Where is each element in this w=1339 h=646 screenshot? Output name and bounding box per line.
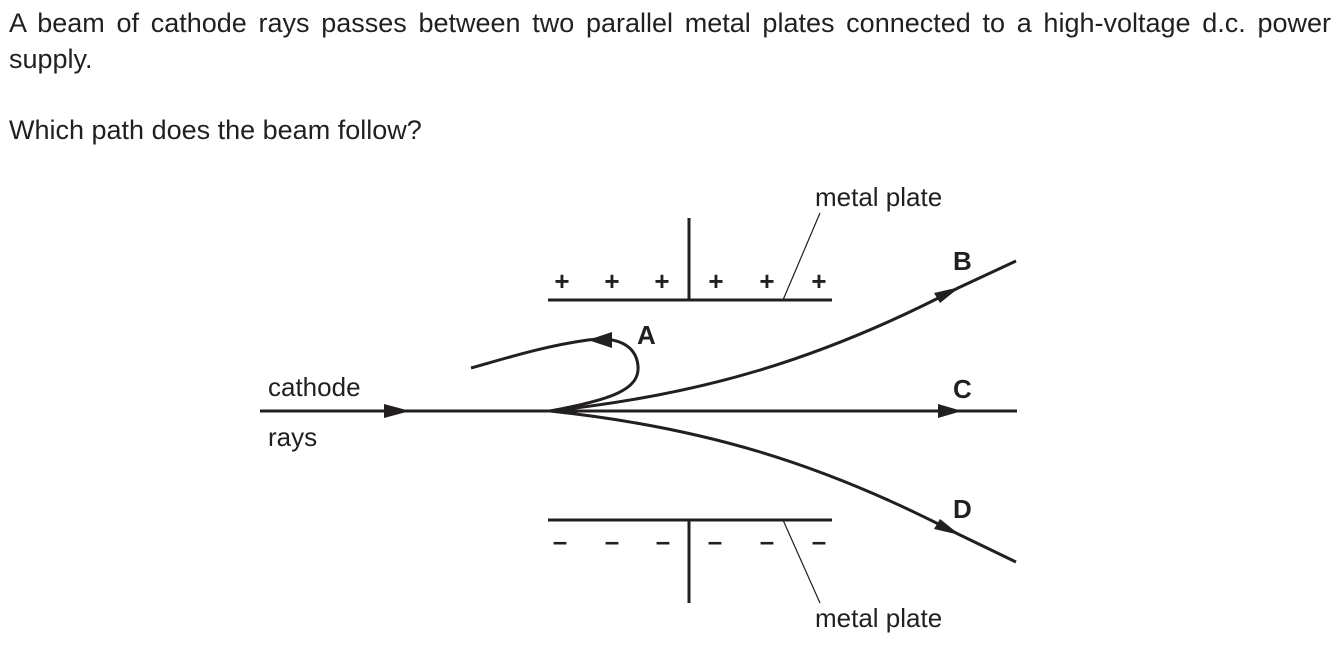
plus-sign: + xyxy=(654,266,669,296)
top-plate-label: metal plate xyxy=(815,182,942,212)
question-stem: A beam of cathode rays passes between tw… xyxy=(9,8,1331,74)
positive-charges: + + + + + + xyxy=(554,266,826,296)
path-b xyxy=(549,259,1017,413)
path-d xyxy=(549,409,1017,564)
path-a xyxy=(470,337,640,413)
minus-sign: – xyxy=(656,526,670,556)
path-c-label: C xyxy=(953,374,972,404)
bottom-plate-leader xyxy=(782,519,821,604)
beam-label-line2: rays xyxy=(268,422,317,452)
minus-sign: – xyxy=(605,526,619,556)
path-c-arrow xyxy=(938,404,962,418)
top-plate-leader xyxy=(782,212,821,301)
path-d-arrow xyxy=(934,519,960,535)
bottom-plate-label: metal plate xyxy=(815,603,942,633)
minus-sign: – xyxy=(708,526,722,556)
plus-sign: + xyxy=(759,266,774,296)
path-a-label: A xyxy=(637,320,656,350)
plus-sign: + xyxy=(604,266,619,296)
minus-sign: – xyxy=(553,526,567,556)
incoming-beam-arrow xyxy=(384,404,410,418)
path-d-label: D xyxy=(953,494,972,524)
plus-sign: + xyxy=(811,266,826,296)
path-b-label: B xyxy=(953,246,972,276)
plus-sign: + xyxy=(708,266,723,296)
plus-sign: + xyxy=(554,266,569,296)
minus-sign: – xyxy=(812,526,826,556)
path-b-arrow xyxy=(934,287,960,303)
path-a-arrow xyxy=(588,332,612,348)
minus-sign: – xyxy=(760,526,774,556)
question-prompt: Which path does the beam follow? xyxy=(9,115,422,145)
beam-label-line1: cathode xyxy=(268,372,361,402)
negative-charges: – – – – – – xyxy=(553,526,826,556)
